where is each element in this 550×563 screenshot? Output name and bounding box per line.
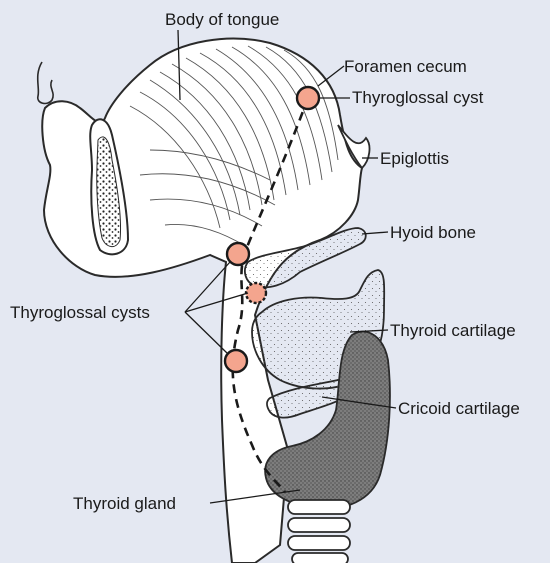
label-thyroid-cartilage: Thyroid cartilage xyxy=(390,321,516,340)
label-thyroglossal-cysts: Thyroglossal cysts xyxy=(10,303,150,322)
tracheal-rings xyxy=(288,500,350,563)
label-body-of-tongue: Body of tongue xyxy=(165,10,279,29)
cyst-middle xyxy=(246,283,266,303)
label-hyoid-bone: Hyoid bone xyxy=(390,223,476,242)
label-thyroglossal-cyst: Thyroglossal cyst xyxy=(352,88,484,107)
cyst-foramen-cecum xyxy=(297,87,319,109)
label-thyroid-gland: Thyroid gland xyxy=(73,494,176,513)
label-foramen-cecum: Foramen cecum xyxy=(344,57,467,76)
label-cricoid-cartilage: Cricoid cartilage xyxy=(398,399,520,418)
cyst-upper xyxy=(227,243,249,265)
cyst-lower xyxy=(225,350,247,372)
label-epiglottis: Epiglottis xyxy=(380,149,449,168)
